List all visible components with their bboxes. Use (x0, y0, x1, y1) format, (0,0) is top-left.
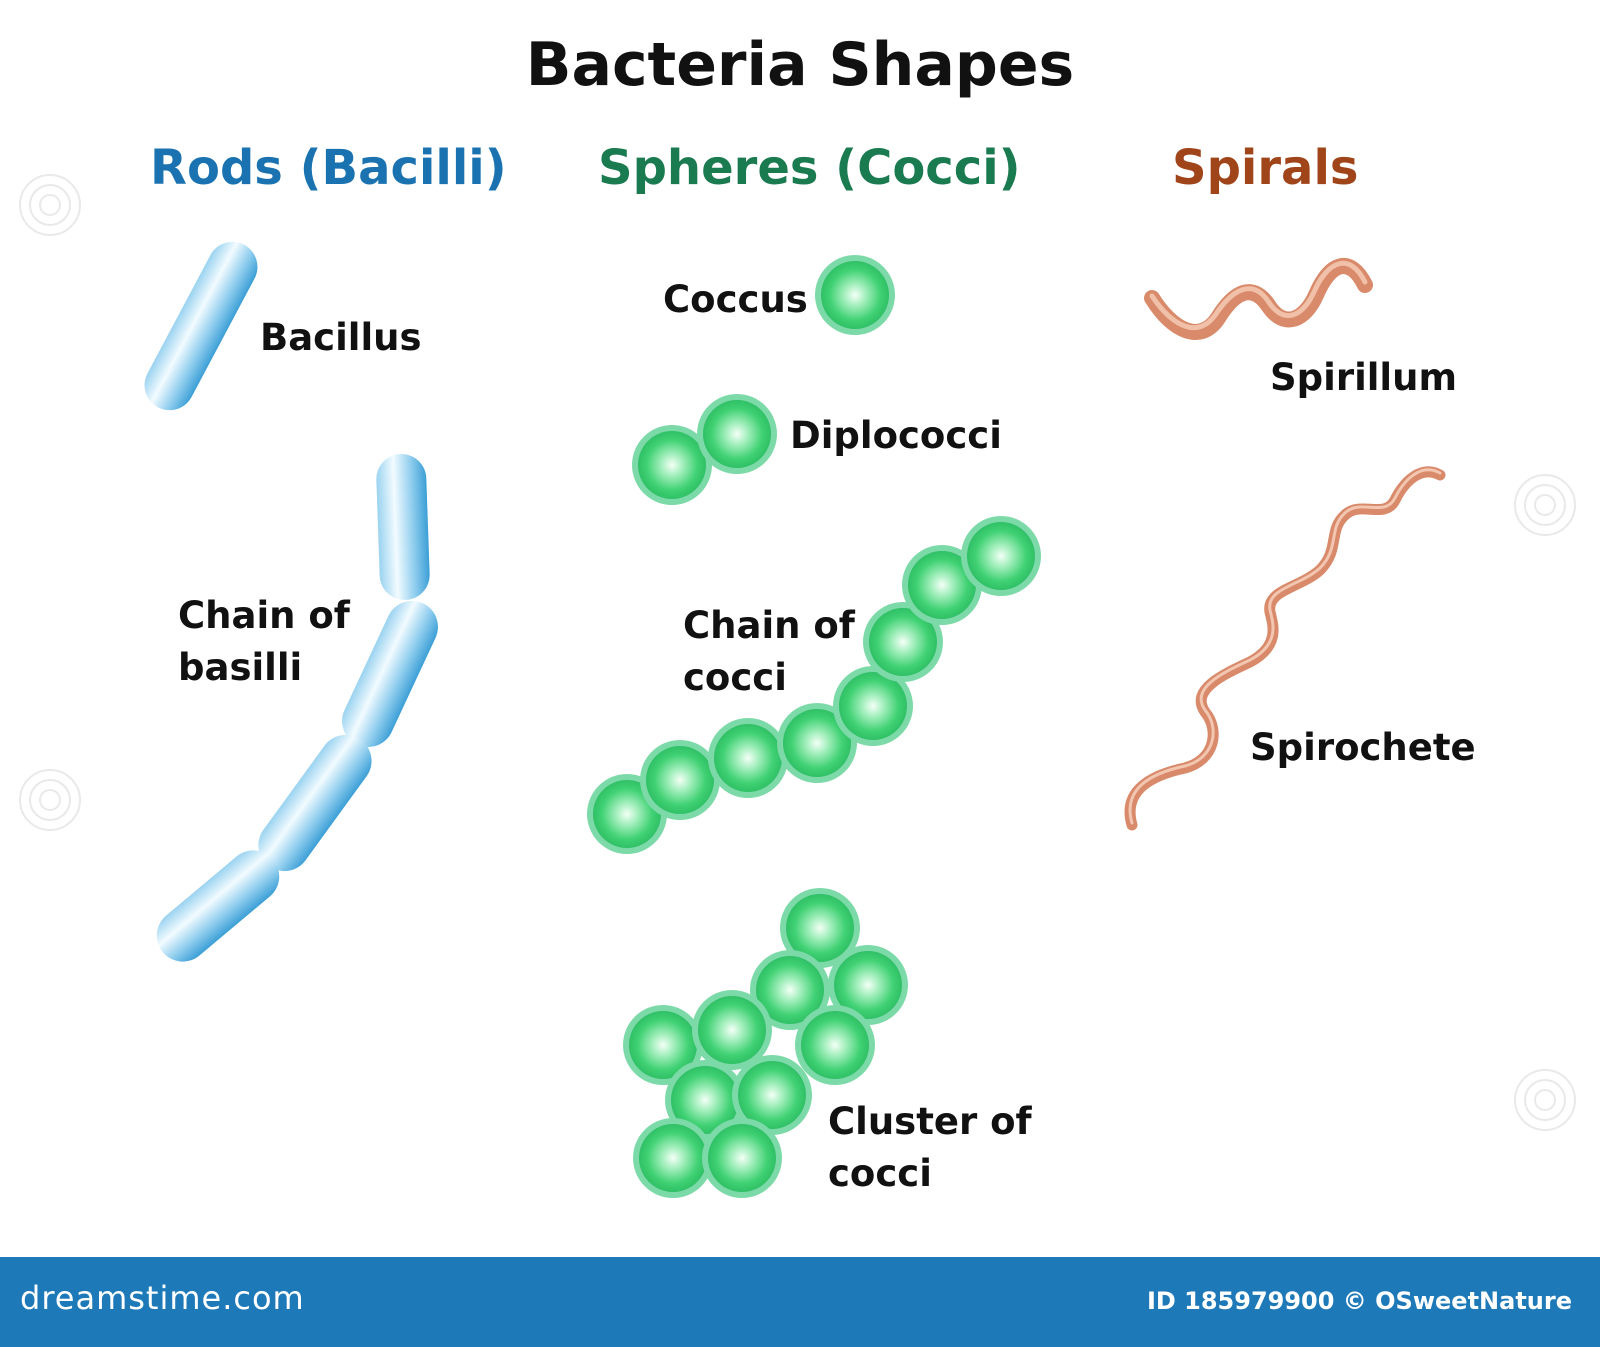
chain-of-basilli-line1: Chain of (178, 594, 350, 637)
rods-heading: Rods (Bacilli) (150, 140, 507, 196)
coccus-cell (815, 255, 895, 335)
spirillum-shape (1144, 258, 1373, 340)
bacillus-label: Bacillus (260, 316, 422, 359)
chain-of-basilli-label: Chain of basilli (178, 590, 350, 694)
spirillum-label: Spirillum (1270, 356, 1458, 399)
chain-of-cocci-label: Chain of cocci (683, 600, 855, 704)
watermark-spiral-icon (1514, 474, 1576, 536)
watermark-spiral-icon (19, 174, 81, 236)
diplococci-cells (632, 394, 777, 505)
footer-brand[interactable]: dreamstime.com (20, 1279, 305, 1317)
coccus-label: Coccus (663, 278, 808, 321)
diplococci-label: Diplococci (790, 414, 1002, 457)
spirochete-shape (1124, 466, 1446, 831)
watermark-spiral-icon (1514, 1069, 1576, 1131)
chain-of-cocci-line1: Chain of (683, 604, 855, 647)
cluster-of-cocci-label: Cluster of cocci (828, 1096, 1032, 1200)
chain-of-basilli-rods (156, 454, 438, 962)
watermark-spiral-icon (19, 769, 81, 831)
spirals-heading: Spirals (1172, 140, 1359, 196)
bacteria-illustration (144, 241, 1446, 1198)
footer-image-id: ID 185979900 © OSweetNature (1146, 1287, 1572, 1315)
page-title: Bacteria Shapes (525, 30, 1075, 100)
chain-of-basilli-line2: basilli (178, 646, 303, 689)
footer-bar: dreamstime.com ID 185979900 © OSweetNatu… (0, 1257, 1600, 1347)
chain-of-cocci-line2: cocci (683, 656, 787, 699)
cluster-of-cocci-line1: Cluster of (828, 1100, 1032, 1143)
spheres-heading: Spheres (Cocci) (598, 140, 1021, 196)
bacillus-rod (144, 241, 258, 411)
spirochete-label: Spirochete (1250, 726, 1476, 769)
cluster-of-cocci-line2: cocci (828, 1152, 932, 1195)
